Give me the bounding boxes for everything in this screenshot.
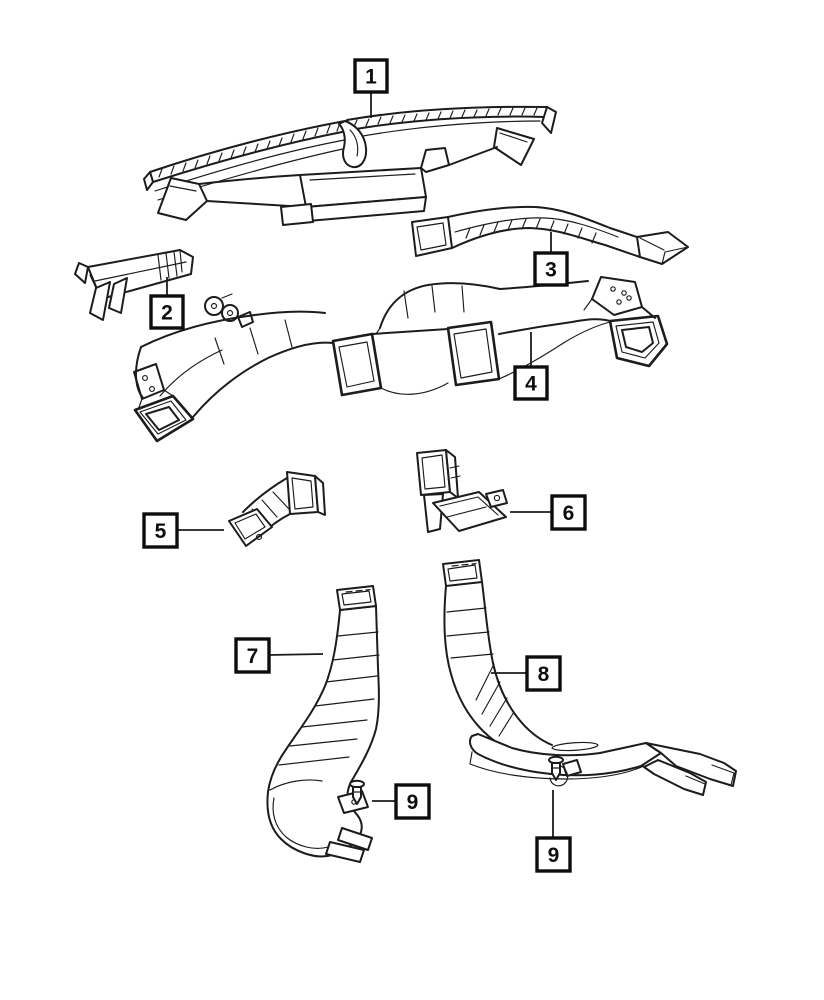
center-distribution-duct-right-drawing [416, 449, 508, 533]
callout-8[interactable]: 8 [525, 655, 562, 692]
left-demister-duct-drawing [74, 249, 254, 328]
callout-3[interactable]: 3 [533, 251, 569, 287]
callout-5-label: 5 [155, 520, 167, 543]
callout-8-label: 8 [538, 663, 550, 686]
callout-6-label: 6 [563, 502, 575, 525]
callout-9-left-label: 9 [407, 791, 419, 814]
callout-9-right[interactable]: 9 [535, 836, 572, 873]
callout-1[interactable]: 1 [353, 58, 389, 94]
callout-7[interactable]: 7 [234, 637, 271, 674]
defroster-duct-drawing [143, 105, 557, 226]
screw-fastener-right-drawing [548, 755, 564, 781]
callout-9-left[interactable]: 9 [394, 783, 431, 820]
callout-4-label: 4 [525, 373, 537, 396]
right-demister-duct-drawing [411, 205, 689, 265]
center-distribution-duct-left-drawing [228, 471, 326, 547]
instrument-panel-distribution-duct-drawing [133, 276, 669, 443]
screw-fastener-left-drawing [349, 779, 365, 805]
callout-3-label: 3 [545, 259, 557, 282]
callout-6[interactable]: 6 [550, 494, 587, 531]
leader-lines [166, 93, 554, 837]
callout-4[interactable]: 4 [513, 365, 549, 401]
callout-1-label: 1 [365, 66, 377, 89]
floor-duct-left-drawing [266, 585, 380, 863]
callout-7-label: 7 [247, 645, 259, 668]
callout-2[interactable]: 2 [149, 294, 185, 330]
callout-9-right-label: 9 [548, 844, 560, 867]
callout-2-label: 2 [161, 302, 173, 325]
callout-5[interactable]: 5 [142, 512, 179, 549]
floor-duct-right-drawing [442, 559, 737, 796]
